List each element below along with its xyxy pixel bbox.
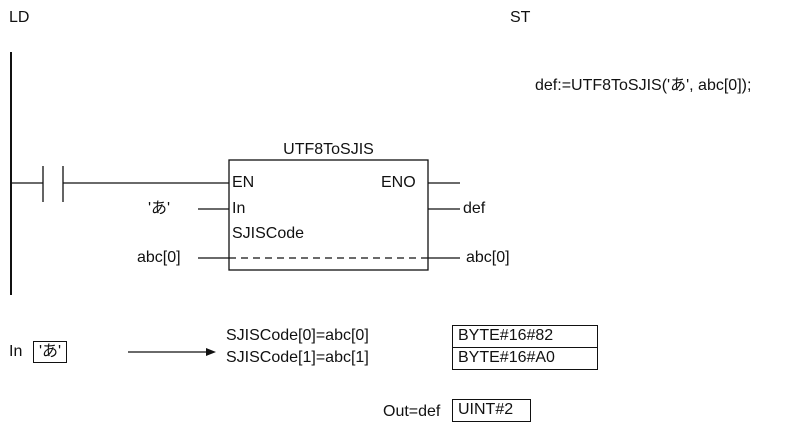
example-byte-1: BYTE#16#A0 [452, 347, 598, 370]
fb-in: In [232, 200, 246, 217]
fb-in-value: 'あ' [148, 200, 171, 217]
fb-array-out: abc[0] [466, 249, 510, 266]
arrow-head-icon [206, 348, 216, 356]
example-in-value: 'あ' [33, 341, 68, 363]
example-out-label: Out=def [383, 403, 441, 420]
fb-eno: ENO [381, 174, 416, 191]
fb-en: EN [232, 174, 255, 191]
example-byte-0: BYTE#16#82 [452, 325, 598, 348]
st-code: def:=UTF8ToSJIS('あ', abc[0]); [535, 77, 752, 94]
example-in-label: In [9, 343, 23, 360]
fb-out-var: def [463, 200, 486, 217]
ld-label: LD [9, 9, 30, 26]
example-line-0: SJISCode[0]=abc[0] [226, 327, 369, 344]
function-block-box [228, 159, 429, 271]
fb-name: UTF8ToSJIS [283, 141, 374, 158]
example-line-1: SJISCode[1]=abc[1] [226, 349, 369, 366]
example-out-value: UINT#2 [452, 399, 531, 422]
fb-array-in: abc[0] [137, 249, 181, 266]
st-label: ST [510, 9, 531, 26]
fb-sjiscode: SJISCode [232, 225, 305, 242]
